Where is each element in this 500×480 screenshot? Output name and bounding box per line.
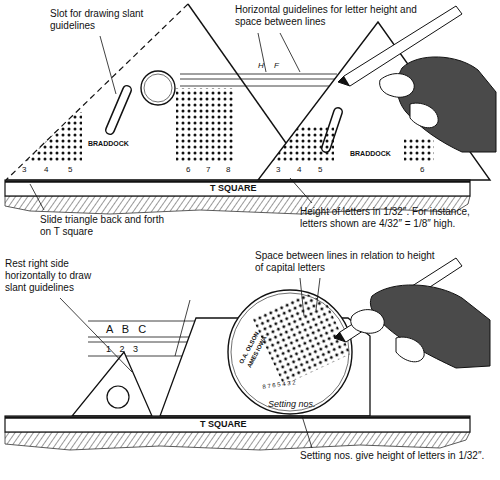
scale-number: 3	[22, 165, 26, 175]
callout-label: Slide triangle back and forth on T squar…	[40, 214, 170, 238]
t-square	[5, 416, 470, 450]
triangle-small	[72, 352, 152, 416]
scale-number: 3	[276, 165, 280, 175]
callout-label: Height of letters in 1/32″. For instance…	[300, 206, 495, 230]
sample-letters: A B C	[106, 321, 149, 337]
dimension-mark: H	[258, 61, 264, 71]
dimension-mark: F	[274, 61, 279, 71]
callout-label: Rest right side horizontally to draw sla…	[5, 258, 105, 294]
scale-number: 7	[206, 165, 210, 175]
triangle-left	[6, 4, 312, 180]
leader-lines	[60, 278, 320, 448]
sample-numbers: 1 2 3	[106, 342, 141, 356]
hand-pencil	[338, 6, 496, 152]
callout-label: Horizontal guidelines for letter height …	[235, 4, 425, 28]
scale-number: 5	[318, 165, 322, 175]
part-name: T SQUARE	[210, 183, 257, 194]
scale-number: 6	[186, 165, 190, 175]
callout-label: Setting nos. give height of letters in 1…	[300, 450, 490, 462]
guidelines	[88, 300, 200, 356]
part-name: Setting nos.	[268, 399, 316, 410]
brand-name: BRADDOCK	[88, 140, 129, 148]
scale-number: 8	[226, 165, 230, 175]
leader-lines	[30, 33, 312, 210]
brand-name: BRADDOCK	[350, 150, 391, 158]
guidelines	[180, 74, 337, 86]
lettering-guide	[160, 287, 370, 416]
scale-number: 4	[44, 165, 48, 175]
scale-number: 4	[297, 165, 301, 175]
setting-numbers: 8 7 6 5 4 3 2	[262, 379, 296, 391]
scale-number: 6	[420, 165, 424, 175]
scale-number: 5	[68, 165, 72, 175]
callout-label: Space between lines in relation to heigh…	[255, 250, 435, 274]
part-name: T SQUARE	[200, 419, 247, 430]
callout-label: Slot for drawing slant guidelines	[50, 8, 150, 32]
hand-pencil	[334, 258, 490, 368]
